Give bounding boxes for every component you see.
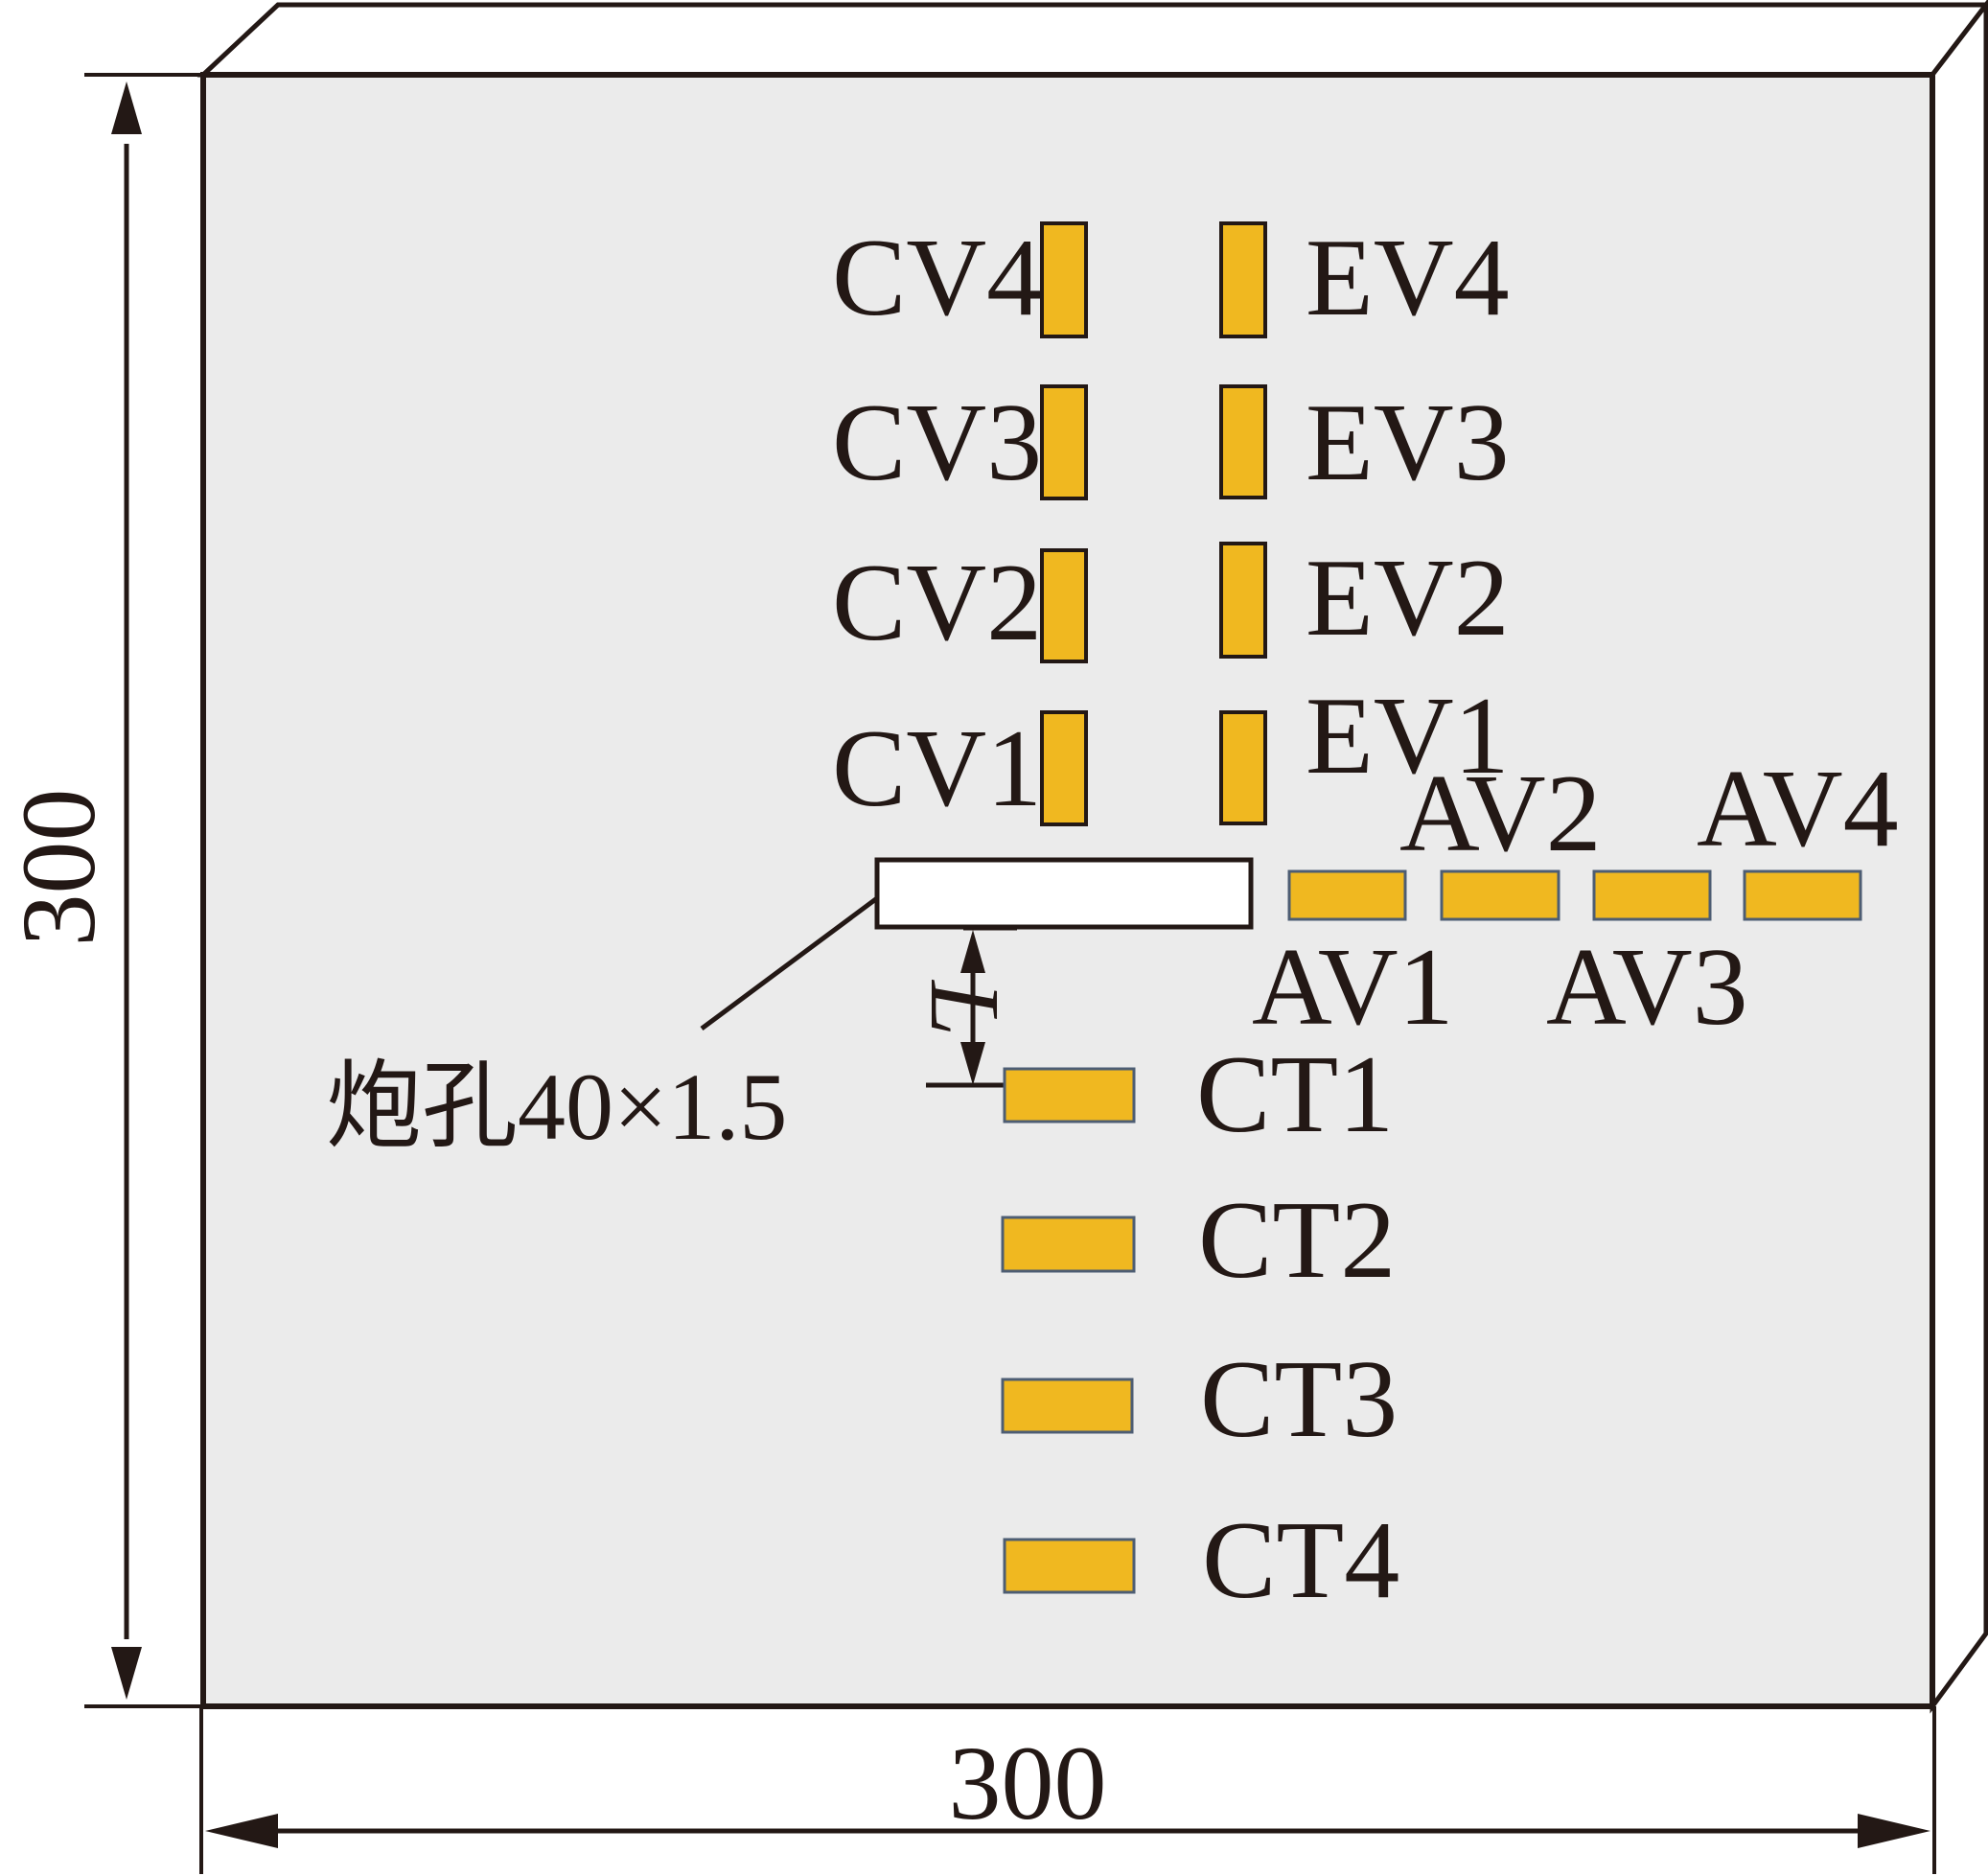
gauge-label-cv1: CV1: [832, 707, 1042, 830]
blast-hole: [874, 857, 1254, 930]
distance-label: L: [910, 979, 1020, 1036]
gauge-label-ev2: EV2: [1306, 537, 1510, 660]
gauge-label-ct3: CT3: [1200, 1338, 1398, 1461]
strain-gauge-ev4: [1219, 221, 1267, 338]
strain-gauge-av1: [1287, 869, 1407, 921]
strain-gauge-cv1: [1040, 710, 1088, 826]
strain-gauge-av3: [1592, 869, 1712, 921]
strain-gauge-cv4: [1040, 221, 1088, 338]
gauge-label-ct1: CT1: [1196, 1033, 1394, 1156]
strain-gauge-ev1: [1219, 710, 1267, 825]
gauge-label-ev4: EV4: [1306, 217, 1510, 339]
gauge-label-ct4: CT4: [1202, 1499, 1399, 1622]
arrow-right-icon: [1858, 1814, 1930, 1848]
height-dimension: 300: [0, 73, 203, 1708]
arrow-up-icon: [960, 930, 985, 973]
gauge-label-ev3: EV3: [1306, 382, 1510, 504]
gauge-label-cv3: CV3: [832, 382, 1042, 504]
plate-side-face: [1930, 0, 1988, 1714]
strain-gauge-cv2: [1040, 548, 1088, 663]
gauge-label-ct2: CT2: [1198, 1179, 1396, 1302]
gauge-label-cv4: CV4: [832, 217, 1042, 339]
arrow-up-icon: [111, 81, 142, 134]
arrow-down-icon: [960, 1042, 985, 1085]
strain-gauge-ev2: [1219, 542, 1267, 659]
blast-hole-label: 炮孔40×1.5: [326, 1054, 787, 1160]
width-dimension-label: 300: [949, 1725, 1107, 1841]
strain-gauge-ct2: [1001, 1216, 1136, 1273]
distance-indicator: L: [910, 925, 1020, 1088]
gauge-label-av4: AV4: [1697, 748, 1899, 870]
gauge-label-ev1: EV1: [1306, 675, 1510, 798]
strain-gauge-ct3: [1001, 1378, 1134, 1434]
blast-hole-leader: [700, 895, 879, 1031]
arrow-down-icon: [111, 1647, 142, 1700]
strain-gauge-av4: [1743, 869, 1862, 921]
gauge-label-av3: AV3: [1546, 926, 1748, 1049]
arrow-left-icon: [205, 1814, 278, 1848]
strain-gauge-ct1: [1003, 1067, 1136, 1123]
gauge-label-av2: AV2: [1399, 753, 1602, 875]
strain-gauge-cv3: [1040, 384, 1088, 500]
gauge-label-av1: AV1: [1252, 926, 1454, 1049]
height-dimension-label: 300: [0, 789, 117, 947]
width-dimension: 300: [199, 1706, 1936, 1874]
gauge-label-cv2: CV2: [832, 542, 1042, 664]
strain-gauge-ev3: [1219, 384, 1267, 499]
strain-gauge-ct4: [1003, 1538, 1136, 1594]
strain-gauge-av2: [1440, 869, 1560, 921]
plate-top-face: [196, 2, 1988, 78]
